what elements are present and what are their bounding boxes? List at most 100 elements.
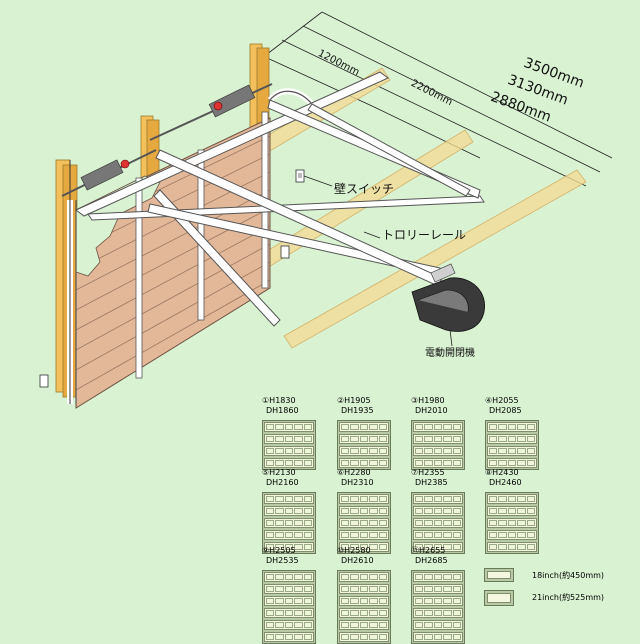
panel-recess [303,508,313,514]
panel-recess [415,586,424,592]
panel-section-row [339,518,389,528]
panel-recess [507,448,517,454]
panel-recess [359,436,369,442]
panel-recess [498,436,507,442]
panel-recess [350,574,359,580]
panel-recess [443,424,452,430]
panel-section-row [413,506,463,516]
panel-recess [452,610,462,616]
panel-recess [443,448,452,454]
panel-recess [350,508,359,514]
panel-section-row [339,542,389,552]
panel-recess [498,508,507,514]
panel-section-row [264,434,314,444]
panel-recess [294,424,303,430]
panel-door-height-label: DH2085 [489,406,522,415]
panel-recess [433,610,443,616]
panel-recess [266,544,275,550]
panel-recess [359,622,369,628]
panel-recess [452,598,462,604]
panel-section-row [487,542,537,552]
panel-recess [526,460,536,466]
panel-recess [284,574,294,580]
panel-section-row [264,572,314,582]
panel-height-label: ⑥H2280 [337,468,371,477]
panel-door-height-label: DH2610 [341,556,374,565]
panel-door-height-label: DH2535 [266,556,299,565]
panel-recess [359,496,369,502]
panel-section-row [413,632,463,642]
panel-stack [337,492,391,554]
panel-section-row [487,446,537,456]
panel-door-height-label: DH2310 [341,478,374,487]
panel-section-row [339,434,389,444]
panel-recess [517,508,526,514]
section-swatch [484,568,514,582]
panel-height-label: ①H1830 [262,396,296,405]
panel-recess [415,544,424,550]
panel-stack [337,420,391,470]
panel-recess [284,460,294,466]
panel-recess [433,598,443,604]
panel-recess [341,586,350,592]
panel-recess [284,508,294,514]
panel-recess [507,460,517,466]
panel-recess [275,436,284,442]
panel-recess [359,610,369,616]
panel-recess [359,424,369,430]
panel-recess [526,424,536,430]
left-post [55,159,78,398]
panel-recess [275,508,284,514]
panel-section-row [413,572,463,582]
panel-recess [452,508,462,514]
panel-section-row [413,608,463,618]
panel-section-row [339,422,389,432]
panel-recess [378,622,388,628]
panel-recess [284,520,294,526]
panel-stack [485,420,539,470]
panel-recess [489,532,498,538]
panel-recess [415,436,424,442]
panel-section-row [487,530,537,540]
panel-recess [350,520,359,526]
panel-recess [489,508,498,514]
panel-door-height-label: DH2010 [415,406,448,415]
panel-recess [452,586,462,592]
panel-recess [433,586,443,592]
opener-unit [411,263,486,332]
panel-recess [266,496,275,502]
panel-recess [359,598,369,604]
panel-recess [415,532,424,538]
panel-recess [378,574,388,580]
panel-recess [284,436,294,442]
panel-section-row [264,518,314,528]
panel-recess [433,634,443,640]
panel-recess [424,586,433,592]
panel-recess [369,622,378,628]
panel-recess [507,496,517,502]
panel-section-row [264,422,314,432]
panel-recess [275,574,284,580]
panel-recess [452,544,462,550]
panel-recess [341,520,350,526]
panel-recess [284,424,294,430]
panel-stack [262,420,316,470]
panel-recess [517,436,526,442]
panel-section-row [264,530,314,540]
panel-recess [266,424,275,430]
panel-recess [303,544,313,550]
panel-recess [266,520,275,526]
panel-recess [284,622,294,628]
panel-recess [369,520,378,526]
panel-recess [443,520,452,526]
panel-recess [275,460,284,466]
panel-recess [378,436,388,442]
panel-height-label: ⑩H2580 [337,546,371,555]
panel-recess [433,496,443,502]
panel-recess [452,622,462,628]
panel-recess [369,586,378,592]
panel-recess [294,460,303,466]
panel-recess [369,544,378,550]
